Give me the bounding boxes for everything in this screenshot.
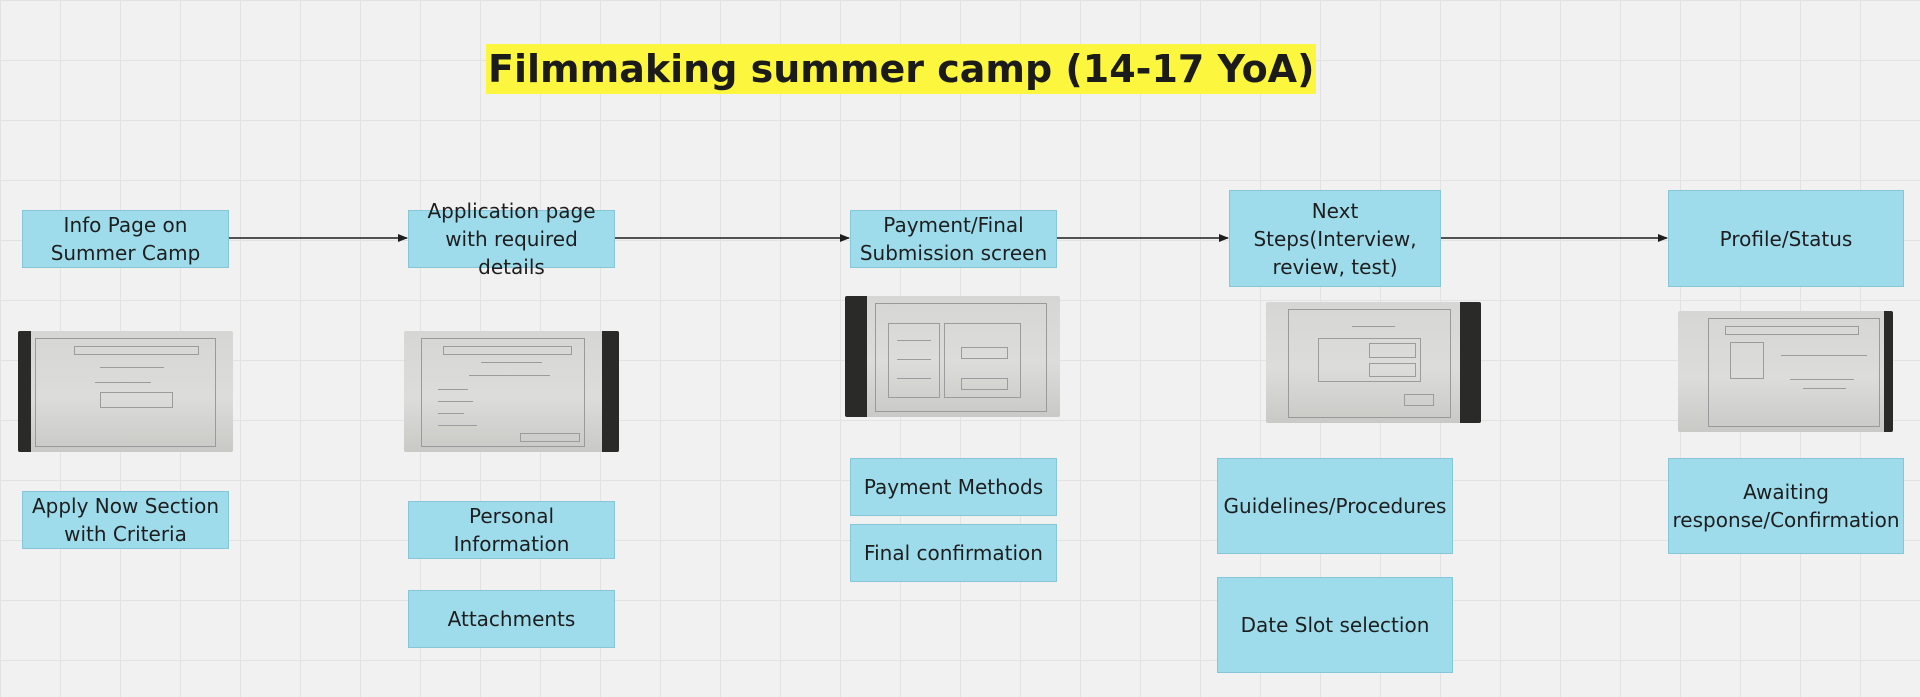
note-awaiting-response[interactable]: Awaiting response/Confirmation [1668, 458, 1904, 554]
note-label: Final confirmation [864, 541, 1043, 565]
note-label: Date Slot selection [1240, 613, 1430, 637]
note-guidelines-procedures[interactable]: Guidelines/Procedures [1217, 458, 1453, 554]
step-note-next-steps[interactable]: Next Steps(Interview, review, test) [1229, 190, 1441, 287]
note-label: Attachments [447, 607, 576, 631]
wireframe-sketch-profile-status [1678, 311, 1893, 432]
step-label: Payment/Final Submission screen [859, 213, 1048, 265]
step-label: Info Page on Summer Camp [50, 213, 201, 265]
note-personal-information[interactable]: Personal Information [408, 501, 615, 559]
step-label: Profile/Status [1719, 226, 1853, 251]
note-date-slot-selection[interactable]: Date Slot selection [1217, 577, 1453, 673]
note-label: Payment Methods [863, 475, 1044, 499]
step-label: Next Steps(Interview, review, test) [1253, 198, 1417, 279]
note-final-confirmation[interactable]: Final confirmation [850, 524, 1057, 582]
wireframe-sketch-payment [845, 296, 1060, 417]
note-payment-methods[interactable]: Payment Methods [850, 458, 1057, 516]
note-label: Apply Now Section with Criteria [31, 494, 220, 546]
step-note-profile-status[interactable]: Profile/Status [1668, 190, 1904, 287]
wireframe-sketch-info-page [18, 331, 233, 452]
step-note-application-page[interactable]: Application page with required details [408, 199, 615, 279]
note-label: Personal Information [453, 504, 570, 556]
step-note-payment-final-submission[interactable]: Payment/Final Submission screen [850, 210, 1057, 268]
note-apply-now-section[interactable]: Apply Now Section with Criteria [22, 491, 229, 549]
wireframe-sketch-next-steps [1266, 302, 1481, 423]
note-attachments[interactable]: Attachments [408, 590, 615, 648]
step-label: Application page with required details [427, 199, 596, 279]
step-note-info-page[interactable]: Info Page on Summer Camp [22, 210, 229, 268]
note-label: Awaiting response/Confirmation [1672, 480, 1900, 532]
note-label: Guidelines/Procedures [1223, 494, 1447, 518]
board-title: Filmmaking summer camp (14-17 YoA) [486, 44, 1317, 94]
wireframe-sketch-application-page [404, 331, 619, 452]
